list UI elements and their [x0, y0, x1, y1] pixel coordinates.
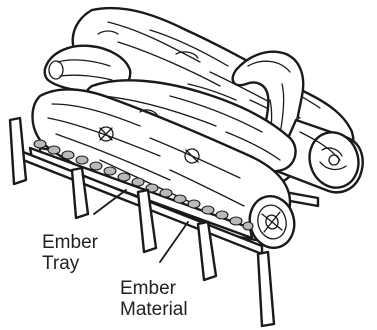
ember-material-label: Ember Material — [120, 278, 188, 320]
ember-tray-label-line1: Ember — [42, 232, 98, 253]
ember-tray-label-line2: Tray — [42, 253, 98, 274]
ember-material-label-line2: Material — [120, 299, 188, 320]
ember-material-leader — [160, 222, 188, 262]
ember-material-label-line1: Ember — [120, 278, 188, 299]
ember-tray-label: Ember Tray — [42, 232, 98, 274]
